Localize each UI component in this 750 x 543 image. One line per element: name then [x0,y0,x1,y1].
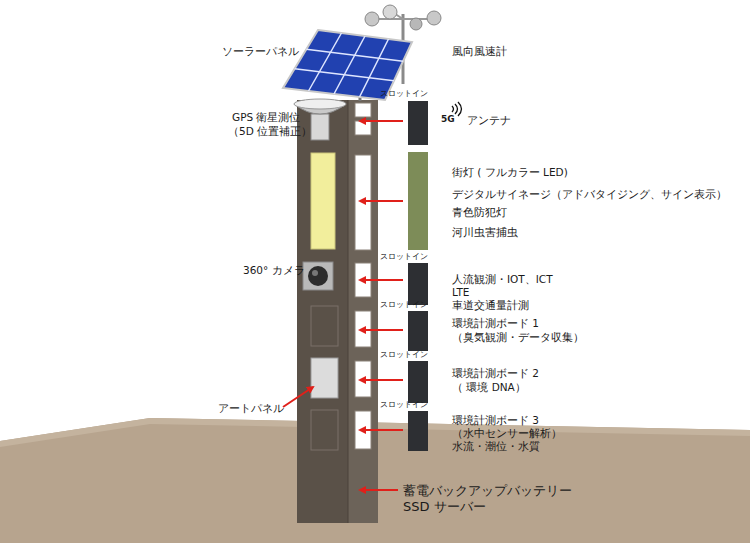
module-label: （水中センサー解析） [452,426,562,440]
slot-label: スロットイン [380,89,428,99]
module-label: 環境計測ボード 1 [452,316,539,330]
slot-label: スロットイン [380,350,428,360]
signal-icon [452,102,462,116]
module-label: 街灯 ( フルカラー LED) [452,165,568,179]
part-label: アートパネル [218,401,284,415]
part-label: 風向風速計 [452,45,507,59]
module-label: 河川虫害捕虫 [452,225,518,239]
slot-label: スロットイン [380,252,428,262]
module-label: 環境計測ボード 2 [452,366,539,380]
slot-label: スロットイン [380,300,428,310]
module-label: デジタルサイネージ（アドバタイジング、サイン表示） [452,187,727,201]
module-label: 車道交通量計測 [452,298,529,312]
battery-label: 蓄電バックアップバッテリー [403,482,572,499]
part-label: アンテナ [467,113,511,127]
part-label: ソーラーパネル [222,45,299,59]
module-label: （臭気観測・データ収集） [452,330,584,344]
module-label: 青色防犯灯 [452,205,507,219]
module-label: 環境計測ボード 3 [452,413,539,427]
part-label: GPS 衛星測位 [232,110,300,124]
slot-cards [408,101,428,451]
module-label: （ 環境 DNA） [452,380,526,394]
module-label: 水流・潮位・水質 [452,439,540,453]
module-label: 人流観測・IOT、ICT [452,272,553,286]
pole [297,100,378,523]
slot-label: スロットイン [380,400,428,410]
battery-label: SSD サーバー [403,498,486,515]
module-label: LTE [452,285,469,299]
part-label: （5D 位置補正） [228,124,312,138]
part-label: 360° カメラ [243,263,305,277]
network-label: 5G [441,113,455,125]
